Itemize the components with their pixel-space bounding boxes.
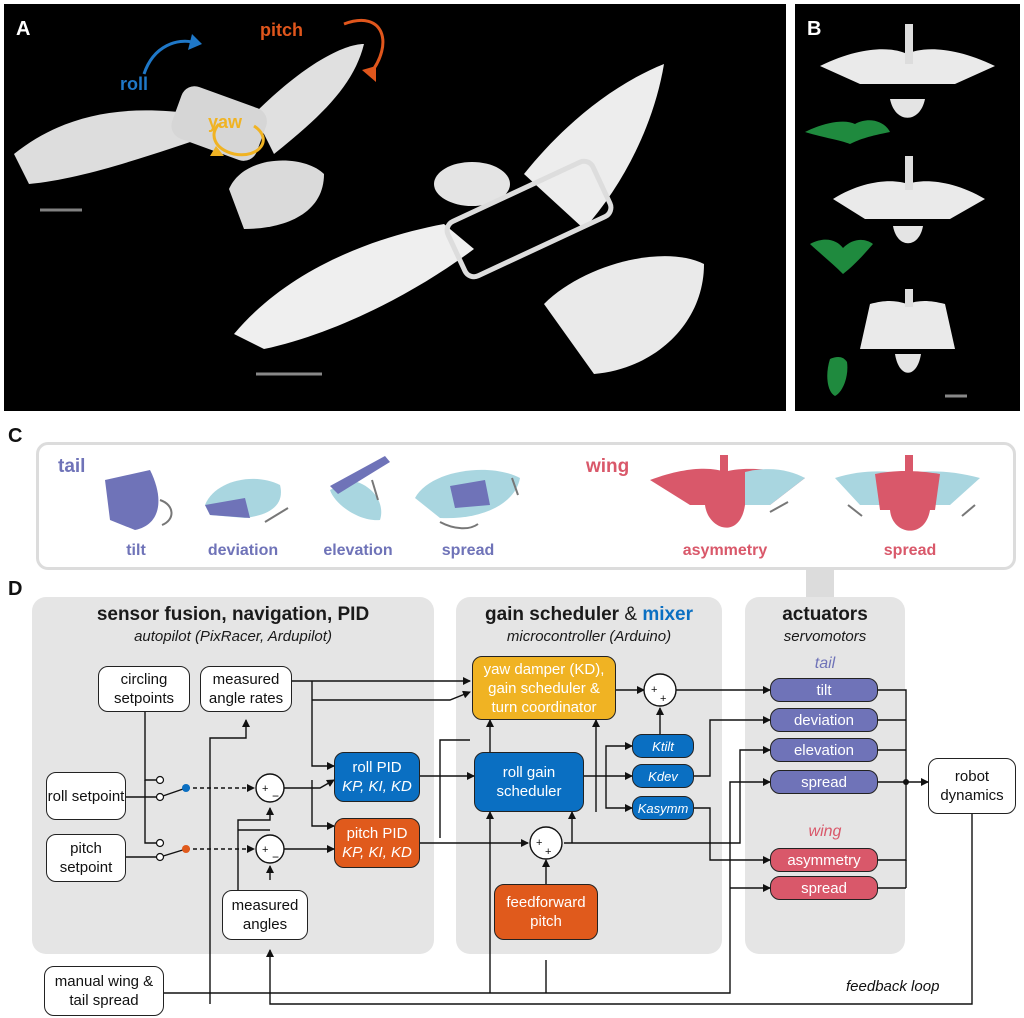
- k-tilt-block: Ktilt: [632, 734, 694, 758]
- circling-setpoints-node: circling setpoints: [98, 666, 190, 712]
- actuator-tail-spread: spread: [770, 770, 878, 794]
- autopilot-subtitle: autopilot (PixRacer, Ardupilot): [134, 628, 332, 645]
- connector-bar: [806, 570, 834, 600]
- robot-dynamics-node: robot dynamics: [928, 758, 1016, 814]
- yaw-arrow-icon: [212, 122, 265, 157]
- roll-pid-gains: KP, KI, KD: [342, 778, 412, 795]
- feedback-loop-label: feedback loop: [846, 978, 940, 995]
- feedforward-pitch-block: feedforward pitch: [494, 884, 598, 940]
- sum-pitch: +−: [255, 834, 285, 864]
- measured-angles-node: measured angles: [222, 890, 308, 940]
- svg-text:+: +: [651, 684, 657, 696]
- mixer-subtitle: microcontroller (Arduino): [506, 628, 672, 645]
- bird-silhouette-1: [805, 120, 890, 144]
- roll-setpoint-node: roll setpoint: [46, 772, 126, 820]
- svg-text:−: −: [272, 789, 279, 803]
- tail-spread-icon: [415, 469, 520, 530]
- svg-text:+: +: [536, 837, 542, 849]
- svg-text:+: +: [660, 693, 666, 705]
- robot-bird-photo: [14, 18, 704, 376]
- panel-letter-b: B: [807, 18, 822, 40]
- pitch-label: pitch: [260, 20, 303, 40]
- panel-letter-d: D: [8, 578, 23, 600]
- sum-yaw: ++: [643, 673, 677, 707]
- sum-feedforward: ++: [529, 826, 563, 860]
- mixer-title-a: gain scheduler: [484, 604, 620, 625]
- mixer-title-amp: &: [619, 604, 643, 625]
- tail-elevation-icon: [330, 456, 390, 521]
- wing-asymmetry-label: asymmetry: [682, 542, 768, 559]
- tail-deviation-icon: [205, 478, 289, 523]
- sum-roll: +−: [255, 773, 285, 803]
- roll-arrow-icon: [142, 39, 193, 75]
- actuator-tilt: tilt: [770, 678, 878, 702]
- pitch-arrow-icon: [343, 18, 385, 75]
- morphing-icons: [105, 455, 980, 600]
- roll-pid-title: roll PID: [352, 759, 402, 776]
- actuator-elevation: elevation: [770, 738, 878, 762]
- actuator-deviation: deviation: [770, 708, 878, 732]
- tail-heading: tail: [58, 456, 86, 477]
- wing-spread-icon: [835, 455, 980, 531]
- actuator-wing-spread: spread: [770, 876, 878, 900]
- mixer-title-b: mixer: [642, 604, 694, 625]
- manual-spread-node: manual wing & tail spread: [44, 966, 164, 1016]
- wing-configurations-photo: [805, 24, 995, 398]
- photo-panel-a: roll pitch yaw: [4, 4, 786, 411]
- wing-spread-label: spread: [883, 542, 937, 559]
- pitch-setpoint-node: pitch setpoint: [46, 834, 126, 882]
- svg-text:−: −: [272, 850, 279, 864]
- tail-elevation-label: elevation: [323, 542, 393, 559]
- small-robot-bird: [14, 44, 364, 229]
- panel-letter-a: A: [16, 18, 31, 40]
- measured-angle-rates-node: measured angle rates: [200, 666, 292, 712]
- yaw-damper-block: yaw damper (KD), gain scheduler & turn c…: [472, 656, 616, 720]
- actuators-wing-label: wing: [808, 823, 842, 840]
- tail-spread-label: spread: [441, 542, 495, 559]
- pitch-switch: [182, 845, 190, 853]
- tail-tilt-label: tilt: [126, 542, 146, 559]
- svg-text:+: +: [545, 846, 551, 858]
- autopilot-title: sensor fusion, navigation, PID: [96, 604, 370, 625]
- pitch-pid-block: pitch PID KP, KI, KD: [334, 818, 420, 868]
- svg-text:+: +: [262, 783, 268, 795]
- k-dev-block: Kdev: [632, 764, 694, 788]
- mixer-title: gain scheduler & mixer: [456, 604, 722, 626]
- bird-silhouette-3: [827, 357, 848, 396]
- pitch-pid-title: pitch PID: [346, 825, 408, 842]
- roll-switch: [182, 784, 190, 792]
- morphing-overview-box: [36, 442, 1016, 570]
- photo-panel-b: [795, 4, 1020, 411]
- bird-silhouette-2: [810, 239, 873, 274]
- tail-tilt-icon: [105, 470, 173, 530]
- actuators-subtitle: servomotors: [783, 628, 867, 645]
- roll-pid-block: roll PID KP, KI, KD: [334, 752, 420, 802]
- yaw-label: yaw: [208, 112, 243, 132]
- large-robot-bird: [234, 64, 704, 376]
- panel-letter-c: C: [8, 425, 23, 447]
- svg-text:+: +: [262, 844, 268, 856]
- pitch-pid-gains: KP, KI, KD: [342, 844, 412, 861]
- wing-asymmetry-icon: [650, 455, 805, 528]
- actuators-title: actuators: [782, 604, 868, 625]
- actuators-tail-label: tail: [814, 655, 836, 672]
- roll-gain-scheduler-block: roll gain scheduler: [474, 752, 584, 812]
- tail-deviation-label: deviation: [207, 542, 279, 559]
- actuator-asymmetry: asymmetry: [770, 848, 878, 872]
- k-asymm-block: Kasymm: [632, 796, 694, 820]
- wing-heading: wing: [586, 456, 630, 477]
- roll-label: roll: [120, 74, 149, 94]
